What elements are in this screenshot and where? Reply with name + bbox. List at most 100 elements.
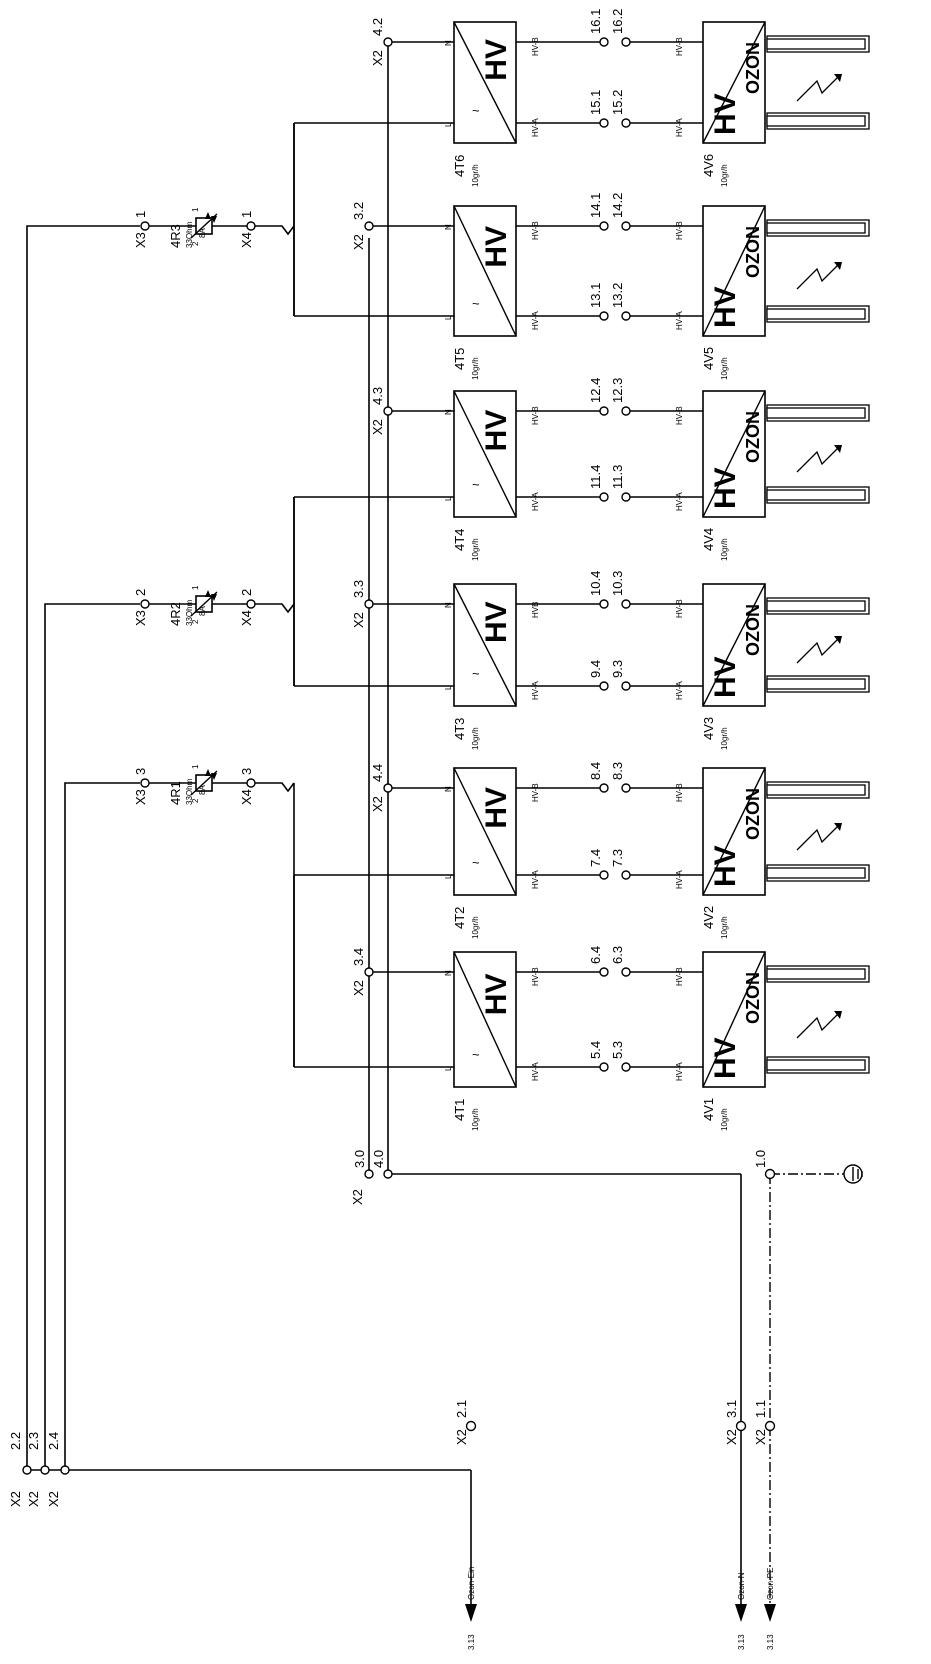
feed-terminal-label: 2.4 xyxy=(46,1432,61,1450)
generator-ozon-label: OZON xyxy=(743,788,763,840)
transformer-tilde-label: ~ xyxy=(472,296,480,311)
terminal-hv-b-a xyxy=(599,406,609,416)
hv-b-terminal-b-label: 14.2 xyxy=(610,193,625,218)
feed-x2-label: X2 xyxy=(26,1491,41,1507)
hv-b-label: HV-B xyxy=(531,221,540,240)
transformer-tilde-label: ~ xyxy=(472,666,480,681)
terminal-hv-b-a xyxy=(599,221,609,231)
transformer-rating-label: 10gr/h xyxy=(471,1108,480,1131)
hv-a-terminal-b-label: 11.3 xyxy=(610,465,625,489)
x4-label: X4 xyxy=(239,610,254,626)
transformer-rating-label: 10gr/h xyxy=(471,916,480,939)
x4-label: X4 xyxy=(239,232,254,248)
lightning-icon xyxy=(796,638,839,664)
ozon-n-label: Ozon-N xyxy=(737,1572,746,1600)
hv-b-label: HVB xyxy=(531,602,540,618)
generator-rating-label: 10gr/h xyxy=(720,727,729,750)
lightning-arrow-icon xyxy=(834,74,842,82)
terminal-hv-a-a xyxy=(599,681,609,691)
terminal-hv-b-b xyxy=(621,599,631,609)
terminal-hv-a-b xyxy=(621,870,631,880)
ozone-tube-lower-inner xyxy=(766,867,866,879)
hv-b-terminal-a-label: 8.4 xyxy=(588,762,603,780)
ozone-tube-lower-inner xyxy=(766,115,866,127)
terminal-unit-x2 xyxy=(383,783,393,793)
feed-wire-2 xyxy=(44,603,140,1470)
ozon-ein-ref-label: 3.13 xyxy=(467,1634,476,1650)
transformer-rating-label: 10gr/h xyxy=(471,357,480,380)
terminal-hv-b-b xyxy=(621,37,631,47)
hv-b-label: HV-B xyxy=(531,783,540,802)
resistor-pin2-label: 2 xyxy=(191,619,200,624)
hv-b-terminal-b-label: 10.3 xyxy=(610,571,625,596)
terminal-x3 xyxy=(140,778,150,788)
terminal-hv-b-b xyxy=(621,221,631,231)
x3-pin-label: 1 xyxy=(133,211,148,218)
resistor-arrow-up-icon xyxy=(205,212,211,219)
lightning-icon xyxy=(796,1013,839,1039)
transformer-id-label: 4T3 xyxy=(452,718,467,740)
x3-pin-label: 2 xyxy=(133,589,148,596)
resistor-out-wire xyxy=(255,603,295,614)
generator-rating-label: 10gr/h xyxy=(720,164,729,187)
ozon-n-arrow-icon xyxy=(735,1604,747,1622)
feed-x2-label: X2 xyxy=(8,1491,23,1507)
hv-a-label: HV-A xyxy=(531,311,540,330)
lightning-icon xyxy=(796,447,839,473)
terminal-unit-x2 xyxy=(383,406,393,416)
resistor-out-wire xyxy=(255,782,295,793)
hv-b-label: HV-B xyxy=(531,967,540,986)
feed-terminal-label: 2.2 xyxy=(8,1432,23,1450)
resistor-arrow-down-icon xyxy=(211,216,217,223)
gen-hv-a-label: HV-A xyxy=(675,311,684,330)
hv-a-label: HV-A xyxy=(531,118,540,137)
hv-a-terminal-b-label: 15.2 xyxy=(610,90,625,115)
generator-id-label: 4V1 xyxy=(701,1098,716,1121)
hv-a-label: HV-A xyxy=(531,492,540,511)
hv-a-terminal-a-label: 9.4 xyxy=(588,660,603,678)
transformer-rating-label: 10gr/h xyxy=(471,727,480,750)
resistor-id-label: 4R1 xyxy=(168,781,183,805)
hv-b-label: HV-B xyxy=(531,37,540,56)
x3-label: X3 xyxy=(133,232,148,248)
generator-ozon-label: OZON xyxy=(743,604,763,656)
ozone-tube-upper-inner xyxy=(766,600,866,612)
resistor-amp-label: 8A xyxy=(198,606,207,616)
generator-diagonal xyxy=(702,390,766,518)
transformer-diagonal xyxy=(453,767,517,896)
ozon-n-ref-label: 3.13 xyxy=(737,1634,746,1650)
unit-x2-terminal-label: 3.2 xyxy=(351,202,366,220)
lightning-arrow-icon xyxy=(834,1011,842,1019)
lightning-icon xyxy=(796,76,839,102)
hv-b-terminal-a-label: 16.1 xyxy=(588,9,603,34)
terminal-hv-a-a xyxy=(599,311,609,321)
hv-a-terminal-b-label: 7.3 xyxy=(610,849,625,867)
terminal-unit-x2 xyxy=(364,967,374,977)
ozon-pe-arrow-icon xyxy=(764,1604,776,1622)
neutral-in-x2-label: X2 xyxy=(724,1429,739,1445)
neutral-b-label: 4.0 xyxy=(371,1150,386,1168)
transformer-n-label: N xyxy=(444,786,453,792)
generator-hv-label: HV xyxy=(709,656,742,698)
transformer-tilde-label: ~ xyxy=(472,477,480,492)
unit-x2-label: X2 xyxy=(370,50,385,66)
transformer-l-label: L xyxy=(444,315,453,320)
transformer-hv-label: HV xyxy=(480,226,513,268)
generator-hv-label: HV xyxy=(709,93,742,135)
generator-diagonal xyxy=(702,951,766,1088)
transformer-l-label: L xyxy=(444,685,453,690)
transformer-l-label: L xyxy=(444,496,453,501)
terminal-unit-x2 xyxy=(383,37,393,47)
generator-hv-label: HV xyxy=(709,845,742,887)
gen-hv-b-label: HV-B xyxy=(675,221,684,240)
hv-b-terminal-b-label: 16.2 xyxy=(610,9,625,34)
unit-x2-terminal-label: 3.4 xyxy=(351,948,366,966)
ozone-tube-lower-inner xyxy=(766,489,866,501)
hv-b-terminal-a-label: 14.1 xyxy=(588,193,603,218)
